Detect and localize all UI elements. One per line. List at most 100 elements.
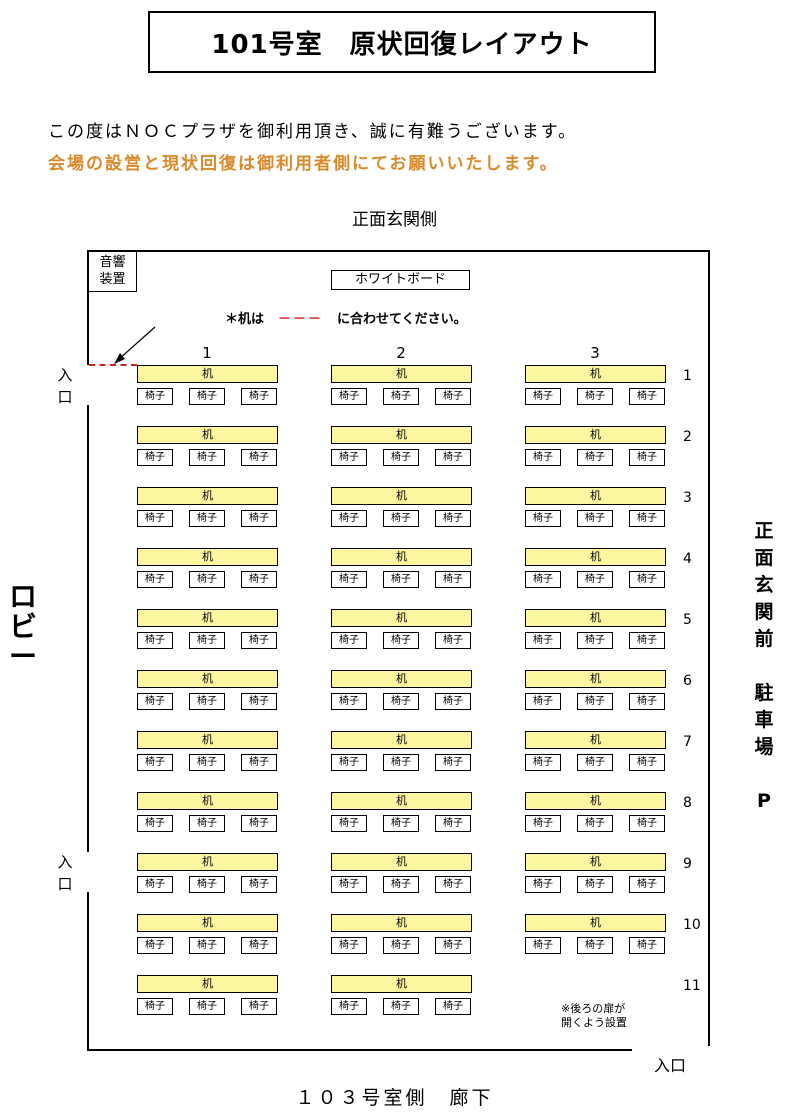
chair: 椅子: [525, 449, 561, 466]
desk-alignment-note: ＊机は －－－ に合わせてください。: [225, 308, 467, 327]
chair: 椅子: [435, 632, 471, 649]
chair: 椅子: [629, 510, 665, 527]
chair: 椅子: [137, 693, 173, 710]
chair: 椅子: [137, 449, 173, 466]
desk: 机: [525, 487, 666, 505]
chair: 椅子: [331, 449, 367, 466]
chair: 椅子: [331, 693, 367, 710]
chair: 椅子: [189, 937, 225, 954]
chair: 椅子: [383, 632, 419, 649]
note-dash: －－－: [278, 312, 324, 327]
desk: 机: [525, 853, 666, 871]
chair: 椅子: [189, 693, 225, 710]
chair: 椅子: [525, 876, 561, 893]
chair: 椅子: [241, 449, 277, 466]
row-number: 8: [683, 795, 692, 811]
desk: 机: [137, 914, 278, 932]
chair: 椅子: [435, 571, 471, 588]
note-suffix: に合わせてください。: [337, 312, 467, 327]
chair: 椅子: [189, 388, 225, 405]
chair: 椅子: [525, 693, 561, 710]
chair: 椅子: [629, 937, 665, 954]
chair: 椅子: [435, 876, 471, 893]
desk: 机: [137, 731, 278, 749]
chair: 椅子: [331, 388, 367, 405]
desk: 机: [137, 426, 278, 444]
row-number: 5: [683, 612, 692, 628]
chair: 椅子: [577, 693, 613, 710]
page-title: 101号室 原状回復レイアウト: [148, 11, 656, 73]
chair: 椅子: [577, 815, 613, 832]
chair: 椅子: [137, 815, 173, 832]
desk: 机: [525, 914, 666, 932]
column-number: 3: [590, 344, 600, 362]
note-prefix: ＊机は: [225, 312, 265, 327]
desk: 机: [137, 853, 278, 871]
chair: 椅子: [331, 754, 367, 771]
desk: 机: [137, 670, 278, 688]
chair: 椅子: [331, 815, 367, 832]
chair: 椅子: [435, 388, 471, 405]
chair: 椅子: [525, 388, 561, 405]
chair: 椅子: [435, 937, 471, 954]
desk: 机: [137, 609, 278, 627]
row-number: 2: [683, 429, 692, 445]
entrance-label-lower: 入 口: [57, 853, 73, 893]
row-number: 1: [683, 368, 692, 384]
chair: 椅子: [577, 449, 613, 466]
top-side-label: 正面玄関側: [352, 210, 437, 230]
chair: 椅子: [629, 815, 665, 832]
right-side-label: 正 面 玄 関 前 駐 車 場 P: [754, 520, 774, 812]
chair: 椅子: [137, 754, 173, 771]
desk: 机: [331, 914, 472, 932]
chair: 椅子: [241, 998, 277, 1015]
chair: 椅子: [241, 754, 277, 771]
chair: 椅子: [137, 571, 173, 588]
chair: 椅子: [629, 876, 665, 893]
whiteboard-box: ホワイトボード: [331, 270, 470, 290]
door-opening-left-lower: [84, 852, 92, 892]
intro-thanks-text: この度はＮＯＣプラザを御利用頂き、誠に有難うございます。: [48, 122, 578, 142]
chair: 椅子: [383, 571, 419, 588]
chair: 椅子: [137, 937, 173, 954]
chair: 椅子: [629, 571, 665, 588]
chair: 椅子: [383, 998, 419, 1015]
chair: 椅子: [241, 388, 277, 405]
desk: 机: [331, 609, 472, 627]
chair: 椅子: [331, 632, 367, 649]
chair: 椅子: [241, 632, 277, 649]
chair: 椅子: [137, 510, 173, 527]
bottom-side-label: １０３号室側 廊下: [295, 1087, 494, 1109]
chair: 椅子: [435, 998, 471, 1015]
chair: 椅子: [137, 632, 173, 649]
chair: 椅子: [525, 632, 561, 649]
chair: 椅子: [189, 632, 225, 649]
chair: 椅子: [629, 632, 665, 649]
chair: 椅子: [137, 388, 173, 405]
chair: 椅子: [577, 937, 613, 954]
desk: 机: [331, 853, 472, 871]
row-number: 9: [683, 856, 692, 872]
chair: 椅子: [137, 998, 173, 1015]
chair: 椅子: [577, 571, 613, 588]
door-opening-bottom-right: [632, 1046, 712, 1054]
chair: 椅子: [383, 510, 419, 527]
chair: 椅子: [331, 937, 367, 954]
entrance-label-upper: 入 口: [57, 366, 73, 406]
chair: 椅子: [435, 510, 471, 527]
column-number: 1: [202, 344, 212, 362]
chair: 椅子: [383, 937, 419, 954]
desk: 机: [331, 365, 472, 383]
row-number: 11: [683, 978, 701, 994]
chair: 椅子: [189, 571, 225, 588]
desk: 机: [137, 487, 278, 505]
chair: 椅子: [629, 449, 665, 466]
chair: 椅子: [241, 876, 277, 893]
alignment-dashed-line: [89, 364, 137, 366]
row-number: 3: [683, 490, 692, 506]
desk: 机: [331, 975, 472, 993]
desk: 机: [525, 426, 666, 444]
chair: 椅子: [241, 937, 277, 954]
chair: 椅子: [525, 937, 561, 954]
chair: 椅子: [577, 876, 613, 893]
